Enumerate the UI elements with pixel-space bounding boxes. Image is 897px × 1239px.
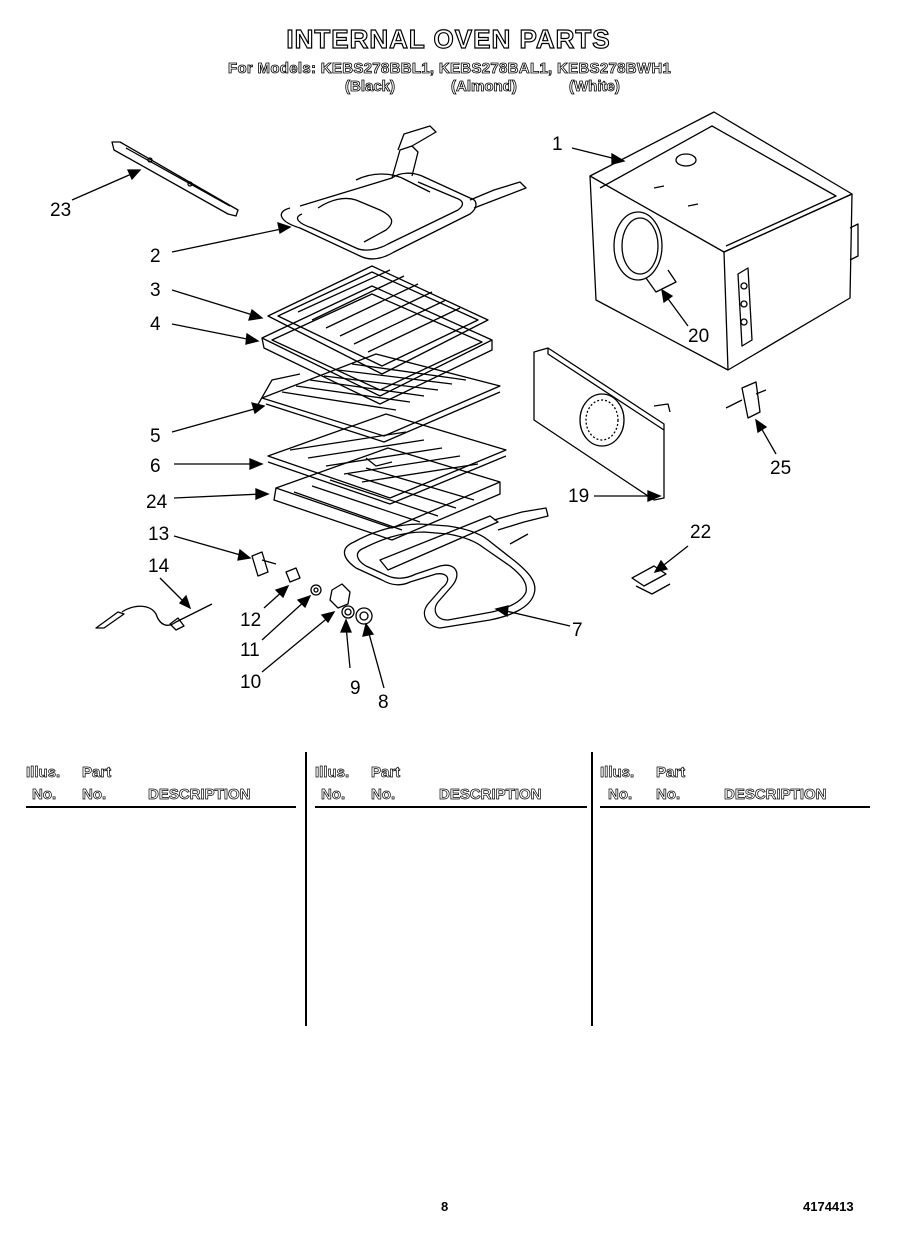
part-20-convection-element bbox=[613, 211, 677, 293]
part-14-meat-probe bbox=[95, 603, 213, 631]
part-23-bracket bbox=[111, 141, 239, 217]
part-8-cover bbox=[355, 607, 373, 625]
part-header: Part bbox=[371, 764, 401, 782]
illus-no-header: No. bbox=[608, 786, 633, 804]
part-19-fan-baffle bbox=[533, 347, 671, 501]
part-25-bracket bbox=[725, 381, 767, 419]
callout-2: 2 bbox=[150, 246, 161, 267]
callout-10: 10 bbox=[240, 672, 261, 693]
color-white-label: (White) bbox=[569, 78, 621, 96]
part-11-ring bbox=[310, 584, 322, 596]
callout-14: 14 bbox=[148, 556, 170, 577]
illus-header: Illus. bbox=[315, 764, 350, 782]
callout-23: 23 bbox=[50, 200, 71, 221]
illus-header: Illus. bbox=[26, 764, 61, 782]
color-black-label: (Black) bbox=[345, 78, 396, 96]
callout-25: 25 bbox=[770, 458, 791, 479]
callout-20: 20 bbox=[688, 326, 709, 347]
part-13-light-bracket bbox=[251, 551, 277, 577]
exploded-parts-diagram: 1 23 2 3 4 5 6 24 13 14 12 11 10 9 8 7 1… bbox=[50, 111, 859, 713]
callout-8: 8 bbox=[378, 692, 389, 713]
description-header: DESCRIPTION bbox=[148, 786, 251, 804]
part-5-oven-rack bbox=[255, 353, 501, 443]
part-4-broiler-pan bbox=[261, 285, 493, 405]
color-almond-label: (Almond) bbox=[451, 78, 518, 96]
callout-4: 4 bbox=[150, 314, 161, 335]
part-6-oven-rack bbox=[267, 413, 507, 505]
part-no-header: No. bbox=[371, 786, 396, 804]
callout-24: 24 bbox=[146, 492, 168, 513]
header-rule bbox=[600, 806, 870, 808]
column-divider bbox=[305, 752, 307, 1026]
part-1-oven-liner bbox=[589, 111, 859, 371]
description-header: DESCRIPTION bbox=[724, 786, 827, 804]
part-9-lens bbox=[341, 605, 355, 619]
part-header: Part bbox=[656, 764, 686, 782]
part-22-clip bbox=[631, 565, 671, 595]
illus-header: Illus. bbox=[600, 764, 635, 782]
part-10-socket bbox=[329, 583, 351, 609]
part-24-rack bbox=[273, 447, 501, 541]
callout-19: 19 bbox=[568, 486, 589, 507]
callout-7: 7 bbox=[572, 620, 583, 641]
illus-no-header: No. bbox=[32, 786, 57, 804]
column-divider bbox=[591, 752, 593, 1026]
callout-3: 3 bbox=[150, 280, 161, 301]
callout-22: 22 bbox=[690, 522, 711, 543]
header-rule bbox=[26, 806, 296, 808]
part-12-bulb bbox=[285, 567, 301, 583]
models-line: For Models: KEBS278BBL1, KEBS278BAL1, KE… bbox=[228, 60, 672, 78]
part-3-broiler-grid bbox=[267, 265, 489, 375]
description-header: DESCRIPTION bbox=[439, 786, 542, 804]
document-number: 4174413 bbox=[803, 1199, 854, 1214]
part-7-bake-element bbox=[343, 507, 549, 629]
part-header: Part bbox=[82, 764, 112, 782]
leader-lines bbox=[71, 147, 777, 689]
part-no-header: No. bbox=[82, 786, 107, 804]
header-rule bbox=[315, 806, 587, 808]
illus-no-header: No. bbox=[321, 786, 346, 804]
callout-12: 12 bbox=[240, 610, 261, 631]
part-no-header: No. bbox=[656, 786, 681, 804]
part-2-broil-element bbox=[280, 125, 527, 260]
page-number: 8 bbox=[441, 1199, 449, 1214]
callout-9: 9 bbox=[350, 678, 361, 699]
callout-11: 11 bbox=[240, 640, 260, 661]
callout-5: 5 bbox=[150, 426, 161, 447]
callout-6: 6 bbox=[150, 456, 161, 477]
callout-numbers: 1 23 2 3 4 5 6 24 13 14 12 11 10 9 8 7 1… bbox=[50, 134, 791, 713]
callout-13: 13 bbox=[148, 524, 169, 545]
page-title: INTERNAL OVEN PARTS bbox=[286, 23, 611, 54]
callout-1: 1 bbox=[552, 134, 563, 155]
